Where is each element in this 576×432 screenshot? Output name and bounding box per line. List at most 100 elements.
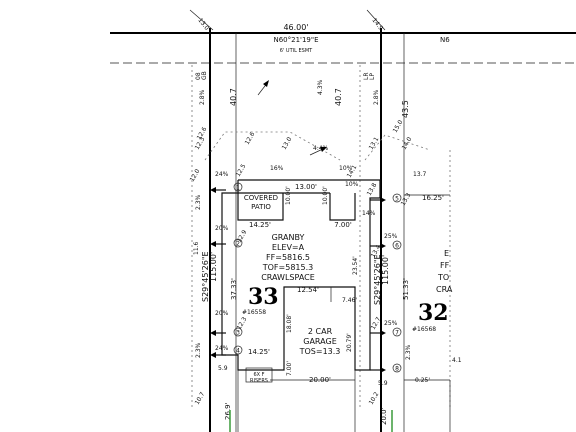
dim-1000a: 10.00' <box>285 186 292 205</box>
dim-2000: 20.00' <box>309 376 331 384</box>
lot-number-left: 33 <box>248 284 279 310</box>
spot-150: 15.0 <box>392 119 405 134</box>
swale-right <box>364 134 431 161</box>
garage-tos: TOS=13.3 <box>299 347 341 356</box>
dim-746: 7.46' <box>342 297 357 304</box>
grade-20b: 20% <box>215 310 229 317</box>
setback-left: 40.7 <box>229 88 238 106</box>
front-bearing: N60°21'19"E <box>273 36 318 44</box>
corner-circle-7: 7 <box>392 327 402 337</box>
dim-700a: 7.00' <box>334 221 352 229</box>
spot-125: 12.5 <box>235 163 248 178</box>
grade-mid-top: 4.3% <box>317 79 324 95</box>
dim-700b: 7.00' <box>286 361 293 376</box>
spot-140: 14.0 <box>401 136 414 151</box>
drainage-arrow-right-1 <box>370 197 386 203</box>
lot-id-left: #16558 <box>242 309 266 316</box>
grade-24b: 24% <box>215 345 229 352</box>
dim-1000b: 10.00' <box>322 186 329 205</box>
corner-leader-right <box>366 9 386 31</box>
spot-133: 13.3 <box>400 192 413 207</box>
grade-right-top: 2.8% <box>373 89 380 105</box>
grade-left-top: 2.8% <box>199 89 206 105</box>
risers-box <box>245 367 273 383</box>
adjacent-text-3: TO <box>437 273 449 282</box>
front-bearing-cut: N6 <box>440 36 450 44</box>
spot-116: 11.6 <box>193 241 200 255</box>
grade-20a: 20% <box>215 225 229 232</box>
house-ff: FF=5816.5 <box>266 253 310 262</box>
corner-circle-6: 6 <box>392 240 402 250</box>
easement-label: 6' UTIL ESMT <box>280 48 313 54</box>
spot-59b: 5.9 <box>378 380 388 387</box>
front-porch-outline <box>329 193 356 221</box>
lot-id-right: #16568 <box>412 326 436 333</box>
spot-left-top: 13.0 <box>196 17 210 32</box>
house-tof: TOF=5815.3 <box>262 263 313 272</box>
dim-1625: 16.25' <box>422 194 444 202</box>
house-name: GRANBY <box>272 233 305 242</box>
drainage-arrow-right-4 <box>370 367 386 373</box>
svg-text:7: 7 <box>395 330 399 337</box>
svg-text:2: 2 <box>236 241 240 248</box>
dim-2079: 20.79' <box>346 333 353 352</box>
house-foundation: CRAWLSPACE <box>261 273 315 282</box>
lot-depth-left: 115.00' <box>209 252 218 282</box>
grade-23b: 2.3% <box>195 342 202 358</box>
house-outline <box>221 179 381 371</box>
svg-text:4: 4 <box>236 348 240 355</box>
svg-text:3: 3 <box>236 330 240 337</box>
spot-138: 13.8 <box>366 182 379 197</box>
dim-3733: 37.33' <box>230 278 238 300</box>
patio-label-2: PATIO <box>251 203 271 211</box>
label-lr: LR <box>363 72 370 80</box>
grade-10b: 10% <box>345 181 359 188</box>
dim-200: 20.0' <box>380 407 388 425</box>
swale-left <box>204 131 341 161</box>
adjacent-text-2: FF <box>440 261 450 270</box>
dim-1254: 12.54' <box>297 286 319 294</box>
side-bearing-right: S29°45'26"E <box>373 254 382 305</box>
slope-arrow-mid <box>309 147 327 156</box>
spot-126a: 12.6 <box>244 131 257 146</box>
grade-24a: 24% <box>215 171 229 178</box>
grade-14: 14% <box>362 210 376 217</box>
adjacent-text-4: CRA <box>436 285 453 294</box>
spot-120: 12.0 <box>189 168 202 183</box>
spot-right-top: 14.9 <box>370 17 384 32</box>
setback-mid: 40.7 <box>334 88 343 106</box>
side-bearing-left: S29°45'26"E <box>201 251 210 302</box>
drainage-arrow-left-4 <box>210 352 226 358</box>
dim-2354: 23.54' <box>352 256 359 275</box>
spot-107: 10.7 <box>194 391 207 406</box>
risers-line-1: 6X F <box>253 372 264 378</box>
risers-line-2: RISERS <box>250 378 268 384</box>
spot-130b: 13.0 <box>281 136 294 151</box>
garage-label-2: GARAGE <box>303 337 337 346</box>
dim-417: 4.1 <box>452 357 462 364</box>
svg-text:5: 5 <box>395 196 399 203</box>
drainage-arrow-left-1 <box>210 187 226 193</box>
dim-1425a: 14.25' <box>249 221 271 229</box>
label-lp: LP <box>369 73 376 80</box>
spot-137: 13.7 <box>413 171 427 178</box>
drainage-arrow-right-3 <box>370 330 386 336</box>
label-gb-left: GB <box>201 71 208 80</box>
spot-126b: 12.6 <box>196 126 209 141</box>
svg-text:1: 1 <box>236 185 240 192</box>
covered-patio-outline <box>237 193 284 221</box>
patio-label-1: COVERED <box>244 194 278 202</box>
garage-label-1: 2 CAR <box>308 327 333 336</box>
dim-1425b: 14.25' <box>248 348 270 356</box>
grade-23a: 2.3% <box>195 194 202 210</box>
grade-23c: 2.3% <box>405 344 412 360</box>
label-08-left: 08 <box>195 72 202 80</box>
corner-circle-1: 1 <box>233 182 243 192</box>
corner-circle-8: 8 <box>392 363 402 373</box>
frontage-dimension: 46.00' <box>283 23 308 32</box>
dim-1808: 18.08' <box>286 314 293 333</box>
dim-1300: 13.00' <box>295 183 317 191</box>
dim-5133: 51.33' <box>402 278 410 300</box>
